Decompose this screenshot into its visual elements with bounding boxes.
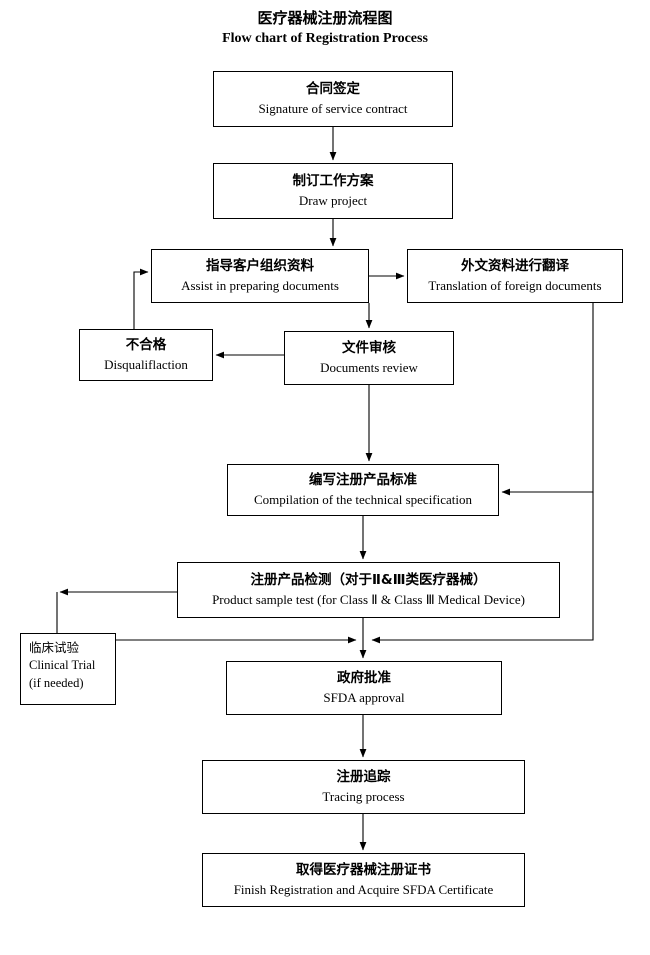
node-clinical-trial[interactable]: 临床试验 Clinical Trial (if needed) xyxy=(20,633,116,705)
node-contract[interactable]: 合同签定 Signature of service contract xyxy=(213,71,453,127)
node-translation-label-cn: 外文资料进行翻译 xyxy=(461,258,569,274)
node-disqualification[interactable]: 不合格 Disqualiflaction xyxy=(79,329,213,381)
node-documents-review[interactable]: 文件审核 Documents review xyxy=(284,331,454,385)
node-assist-documents[interactable]: 指导客户组织资料 Assist in preparing documents xyxy=(151,249,369,303)
node-translation-label-en: Translation of foreign documents xyxy=(428,278,602,293)
node-disqualification-label-en: Disqualiflaction xyxy=(104,357,188,372)
node-sfda-approval[interactable]: 政府批准 SFDA approval xyxy=(226,661,502,715)
node-clinical-trial-label-note: (if needed) xyxy=(29,676,84,690)
page-title-en: Flow chart of Registration Process xyxy=(222,31,428,46)
node-product-sample-test-label-cn: 注册产品检测（对于Ⅱ&Ⅲ类医疗器械） xyxy=(250,572,487,588)
node-contract-label-en: Signature of service contract xyxy=(258,101,408,116)
node-assist-documents-label-en: Assist in preparing documents xyxy=(181,278,339,293)
node-technical-specification[interactable]: 编写注册产品标准 Compilation of the technical sp… xyxy=(227,464,499,516)
node-sfda-approval-label-en: SFDA approval xyxy=(323,690,405,705)
node-documents-review-label-cn: 文件审核 xyxy=(342,340,396,356)
node-disqualification-label-cn: 不合格 xyxy=(125,337,167,353)
edge-translation-to-specification xyxy=(501,303,594,496)
edge-right-rail-to-bus xyxy=(371,492,594,644)
node-documents-review-label-en: Documents review xyxy=(320,360,418,375)
page-title-cn: 医疗器械注册流程图 xyxy=(257,9,393,27)
node-contract-label-cn: 合同签定 xyxy=(306,81,360,97)
node-draw-project-label-cn: 制订工作方案 xyxy=(292,173,374,189)
node-tracing-process-label-cn: 注册追踪 xyxy=(336,769,391,785)
node-technical-specification-label-cn: 编写注册产品标准 xyxy=(309,472,417,488)
node-tracing-process[interactable]: 注册追踪 Tracing process xyxy=(202,760,525,814)
node-draw-project[interactable]: 制订工作方案 Draw project xyxy=(213,163,453,219)
node-sfda-approval-label-cn: 政府批准 xyxy=(337,670,391,686)
chart-title-block: 医疗器械注册流程图 Flow chart of Registration Pro… xyxy=(0,8,650,49)
node-finish-registration-label-cn: 取得医疗器械注册证书 xyxy=(296,862,431,878)
node-product-sample-test[interactable]: 注册产品检测（对于Ⅱ&Ⅲ类医疗器械） Product sample test (… xyxy=(177,562,560,618)
node-assist-documents-label-cn: 指导客户组织资料 xyxy=(206,258,314,274)
node-finish-registration-label-en: Finish Registration and Acquire SFDA Cer… xyxy=(233,882,494,897)
edge-disqualification-to-assist xyxy=(133,268,149,329)
node-clinical-trial-label-en: Clinical Trial xyxy=(29,658,96,672)
node-finish-registration[interactable]: 取得医疗器械注册证书 Finish Registration and Acqui… xyxy=(202,853,525,907)
node-product-sample-test-label-en: Product sample test (for Class Ⅱ & Class… xyxy=(212,592,525,607)
node-tracing-process-label-en: Tracing process xyxy=(322,789,405,804)
node-draw-project-label-en: Draw project xyxy=(298,193,368,208)
node-translation[interactable]: 外文资料进行翻译 Translation of foreign document… xyxy=(407,249,623,303)
node-clinical-trial-label-cn: 临床试验 xyxy=(29,640,80,655)
node-technical-specification-label-en: Compilation of the technical specificati… xyxy=(253,492,473,507)
